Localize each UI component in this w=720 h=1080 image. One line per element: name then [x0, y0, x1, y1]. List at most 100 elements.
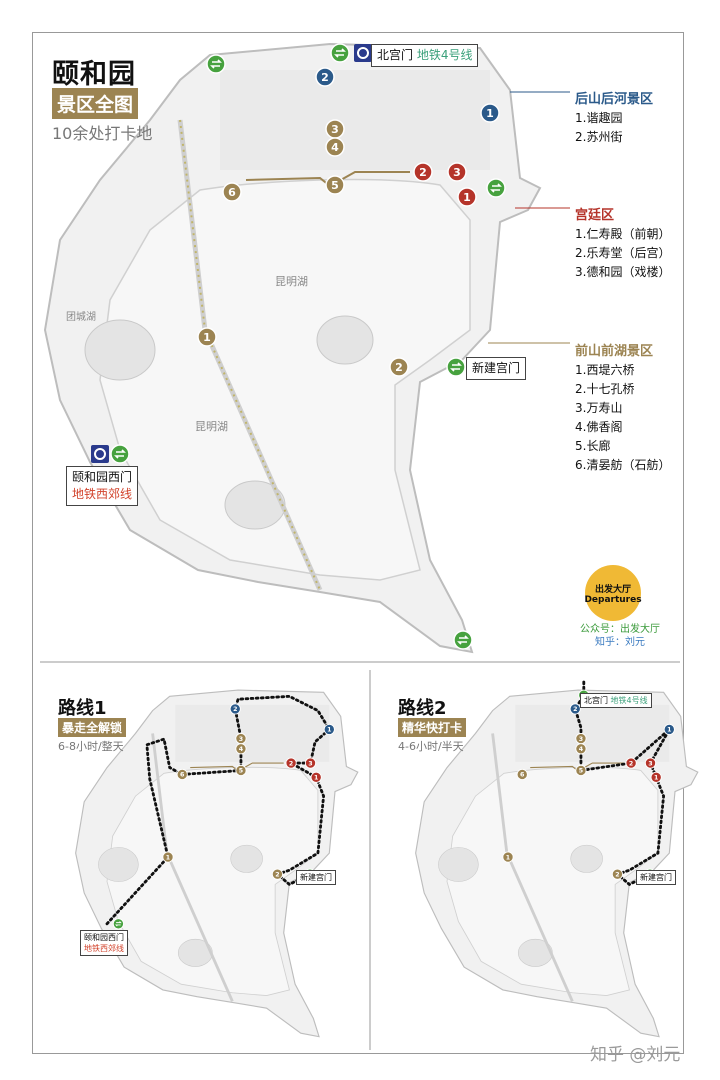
credit: 公众号：出发大厅 知乎：刘元 — [572, 623, 668, 649]
marker-gold-3[interactable]: 3 — [325, 119, 345, 139]
marker-gold-5[interactable]: 5 — [325, 175, 345, 195]
transfer-icon — [110, 444, 130, 464]
marker-gold-2[interactable]: 2 — [611, 868, 623, 880]
marker-gold-4[interactable]: 4 — [575, 743, 587, 755]
marker-red-1[interactable]: 1 — [650, 771, 662, 783]
marker-number: 3 — [453, 166, 461, 179]
logo-cn: 出发大厅 — [594, 584, 631, 595]
marker-red-1[interactable]: 1 — [457, 187, 477, 207]
marker-number: 2 — [233, 706, 237, 713]
marker-blue-2[interactable]: 2 — [315, 67, 335, 87]
gate-name: 北宫门 — [377, 48, 414, 62]
page-title: 颐和园 — [52, 59, 136, 90]
marker-number: 2 — [289, 760, 293, 767]
marker-blue-1[interactable]: 1 — [480, 103, 500, 123]
marker-gold-1[interactable]: 1 — [502, 851, 514, 863]
route2-north-gate-label: 北宫门 地铁4号线 — [580, 693, 652, 708]
legend-title: 前山前湖景区 — [575, 344, 654, 359]
west-gate-label: 颐和园西门 地铁西郊线 — [66, 466, 139, 506]
marker-number: 1 — [654, 775, 658, 782]
route2-xinjian-label: 新建宫门 — [636, 870, 676, 885]
marker-number: 2 — [419, 166, 427, 179]
marker-number: 2 — [321, 71, 329, 84]
legend-item: 1.西堤六桥 — [575, 363, 635, 377]
legend-item: 2.苏州街 — [575, 130, 623, 144]
marker-number: 1 — [667, 727, 671, 734]
marker-number: 1 — [166, 854, 170, 861]
marker-red-1[interactable]: 1 — [310, 771, 322, 783]
lake-label-tuancheng: 团城湖 — [66, 311, 96, 323]
map-tag: 景区全图 — [52, 88, 139, 119]
marker-number: 3 — [579, 736, 583, 743]
marker-number: 5 — [239, 768, 243, 775]
marker-number: 1 — [314, 775, 318, 782]
marker-gold-3[interactable]: 3 — [575, 732, 587, 745]
route2-path — [573, 680, 671, 887]
legend-palace: 宫廷区 1.仁寿殿（前朝） 2.乐寿堂（后宫） 3.德和园（戏楼） — [575, 206, 670, 282]
marker-blue-1[interactable]: 1 — [323, 723, 335, 735]
subway-icon — [91, 445, 109, 463]
marker-gold-1[interactable]: 1 — [197, 327, 217, 347]
marker-red-2[interactable]: 2 — [285, 757, 297, 769]
marker-gold-3[interactable]: 3 — [235, 732, 247, 745]
marker-red-2[interactable]: 2 — [625, 757, 637, 769]
marker-blue-2[interactable]: 2 — [229, 703, 241, 715]
marker-gold-4[interactable]: 4 — [235, 743, 247, 755]
legend-item: 3.万寿山 — [575, 401, 623, 415]
marker-gold-2[interactable]: 2 — [389, 357, 409, 377]
gate-name: 北宫门 — [584, 696, 608, 705]
transfer-icon — [486, 178, 506, 198]
marker-number: 3 — [331, 123, 339, 136]
legend-item: 5.长廊 — [575, 439, 611, 453]
marker-number: 5 — [331, 179, 339, 192]
marker-blue-2[interactable]: 2 — [569, 703, 581, 715]
marker-gold-6[interactable]: 6 — [516, 768, 528, 780]
marker-number: 3 — [239, 736, 243, 743]
logo-en: Departures — [584, 594, 642, 605]
marker-number: 1 — [506, 854, 510, 861]
marker-red-3[interactable]: 3 — [304, 757, 317, 769]
marker-number: 6 — [180, 772, 185, 779]
marker-red-3[interactable]: 3 — [644, 757, 657, 769]
marker-number: 1 — [486, 107, 494, 120]
xinjian-gate-label: 新建宫门 — [466, 357, 527, 380]
marker-red-2[interactable]: 2 — [413, 162, 433, 182]
route1-west-gate-label: 颐和园西门 地铁西郊线 — [80, 930, 128, 956]
marker-number: 4 — [239, 746, 244, 753]
north-gate-label: 北宫门 地铁4号线 — [371, 44, 479, 67]
route2-duration: 4-6小时/半天 — [398, 740, 464, 753]
legend-item: 4.佛香阁 — [575, 420, 623, 434]
wechat-credit: 公众号：出发大厅 — [580, 624, 660, 635]
legend-front-hill: 前山前湖景区 1.西堤六桥 2.十七孔桥 3.万寿山 4.佛香阁 5.长廊 6.… — [575, 342, 670, 475]
route1-title: 路线1 — [58, 698, 107, 719]
marker-gold-1[interactable]: 1 — [162, 851, 174, 863]
marker-gold-6[interactable]: 6 — [222, 182, 242, 202]
marker-blue-1[interactable]: 1 — [663, 723, 675, 735]
marker-number: 6 — [228, 186, 236, 199]
marker-gold-5[interactable]: 5 — [235, 764, 247, 777]
lake-label-kunming: 昆明湖 — [195, 420, 228, 433]
marker-number: 5 — [579, 768, 583, 775]
route1-path — [105, 694, 332, 926]
marker-gold-6[interactable]: 6 — [176, 768, 188, 780]
marker-gold-5[interactable]: 5 — [575, 764, 587, 777]
marker-number: 1 — [327, 727, 331, 734]
legend-item: 1.仁寿殿（前朝） — [575, 227, 671, 241]
legend-item: 1.谐趣园 — [575, 111, 623, 125]
marker-red-3[interactable]: 3 — [447, 162, 467, 182]
marker-number: 4 — [579, 746, 584, 753]
poster-frame — [32, 32, 684, 1054]
route1-xinjian-label: 新建宫门 — [296, 870, 336, 885]
route1-tag: 暴走全解锁 — [58, 718, 127, 737]
subway-line: 地铁4号线 — [416, 48, 473, 62]
marker-gold-4[interactable]: 4 — [325, 137, 345, 157]
legend-back-hill: 后山后河景区 1.谐趣园 2.苏州街 — [575, 90, 653, 147]
marker-number: 2 — [573, 706, 577, 713]
marker-number: 1 — [463, 191, 471, 204]
transfer-icon — [206, 54, 226, 74]
route2-tag: 精华快打卡 — [398, 718, 467, 737]
marker-gold-2[interactable]: 2 — [271, 868, 283, 880]
marker-number: 6 — [520, 772, 525, 779]
legend-item: 6.清晏舫（石舫） — [575, 458, 671, 472]
